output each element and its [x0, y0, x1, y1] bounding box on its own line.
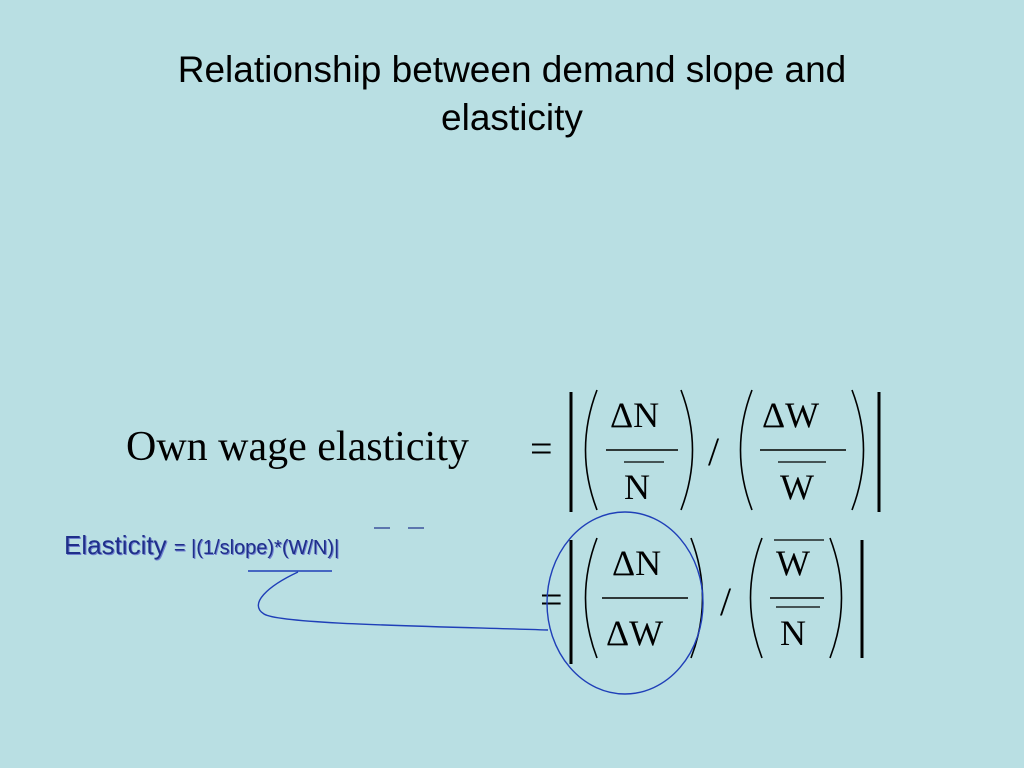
annotation-graphics — [248, 511, 704, 695]
numerator-delta-n-2: ΔN — [612, 543, 662, 583]
slide-title: Relationship between demand slope and el… — [0, 46, 1024, 142]
paren-close-1a — [680, 389, 694, 511]
connector-curve — [257, 571, 549, 631]
paren-open-2a — [584, 537, 598, 659]
highlight-circle — [546, 511, 704, 695]
denominator-n-2: N — [780, 613, 806, 653]
paren-close-1b — [851, 389, 865, 511]
title-line-1: Relationship between demand slope and — [177, 49, 847, 90]
fraction-bars — [602, 449, 846, 599]
mean-overbars — [624, 461, 826, 608]
title-line-2: elasticity — [441, 97, 583, 138]
elasticity-note: Elasticity = |(1/slope)*(W/N)| — [64, 530, 339, 561]
parentheses — [584, 389, 865, 659]
denominator-n-1: N — [624, 467, 650, 507]
equals-sign-1: = — [530, 426, 553, 471]
numerator-delta-w-1: ΔW — [762, 395, 820, 435]
paren-open-2b — [749, 537, 763, 659]
paren-open-1b — [739, 389, 753, 511]
elasticity-note-label: Elasticity — [64, 530, 167, 560]
equation-label: Own wage elasticity — [126, 424, 469, 470]
denominator-delta-w-2: ΔW — [606, 613, 664, 653]
numerator-w-2: W — [776, 543, 810, 583]
equals-sign-2: = — [540, 577, 563, 622]
paren-open-1a — [584, 389, 598, 511]
divide-sign-1: / — [708, 429, 720, 474]
absolute-value-bars — [569, 392, 881, 664]
paren-close-2b — [829, 537, 843, 659]
numerator-delta-n-1: ΔN — [610, 395, 660, 435]
elasticity-note-formula: = |(1/slope)*(W/N)| — [173, 537, 340, 559]
divide-sign-2: / — [720, 579, 732, 624]
denominator-w-1: W — [780, 467, 814, 507]
